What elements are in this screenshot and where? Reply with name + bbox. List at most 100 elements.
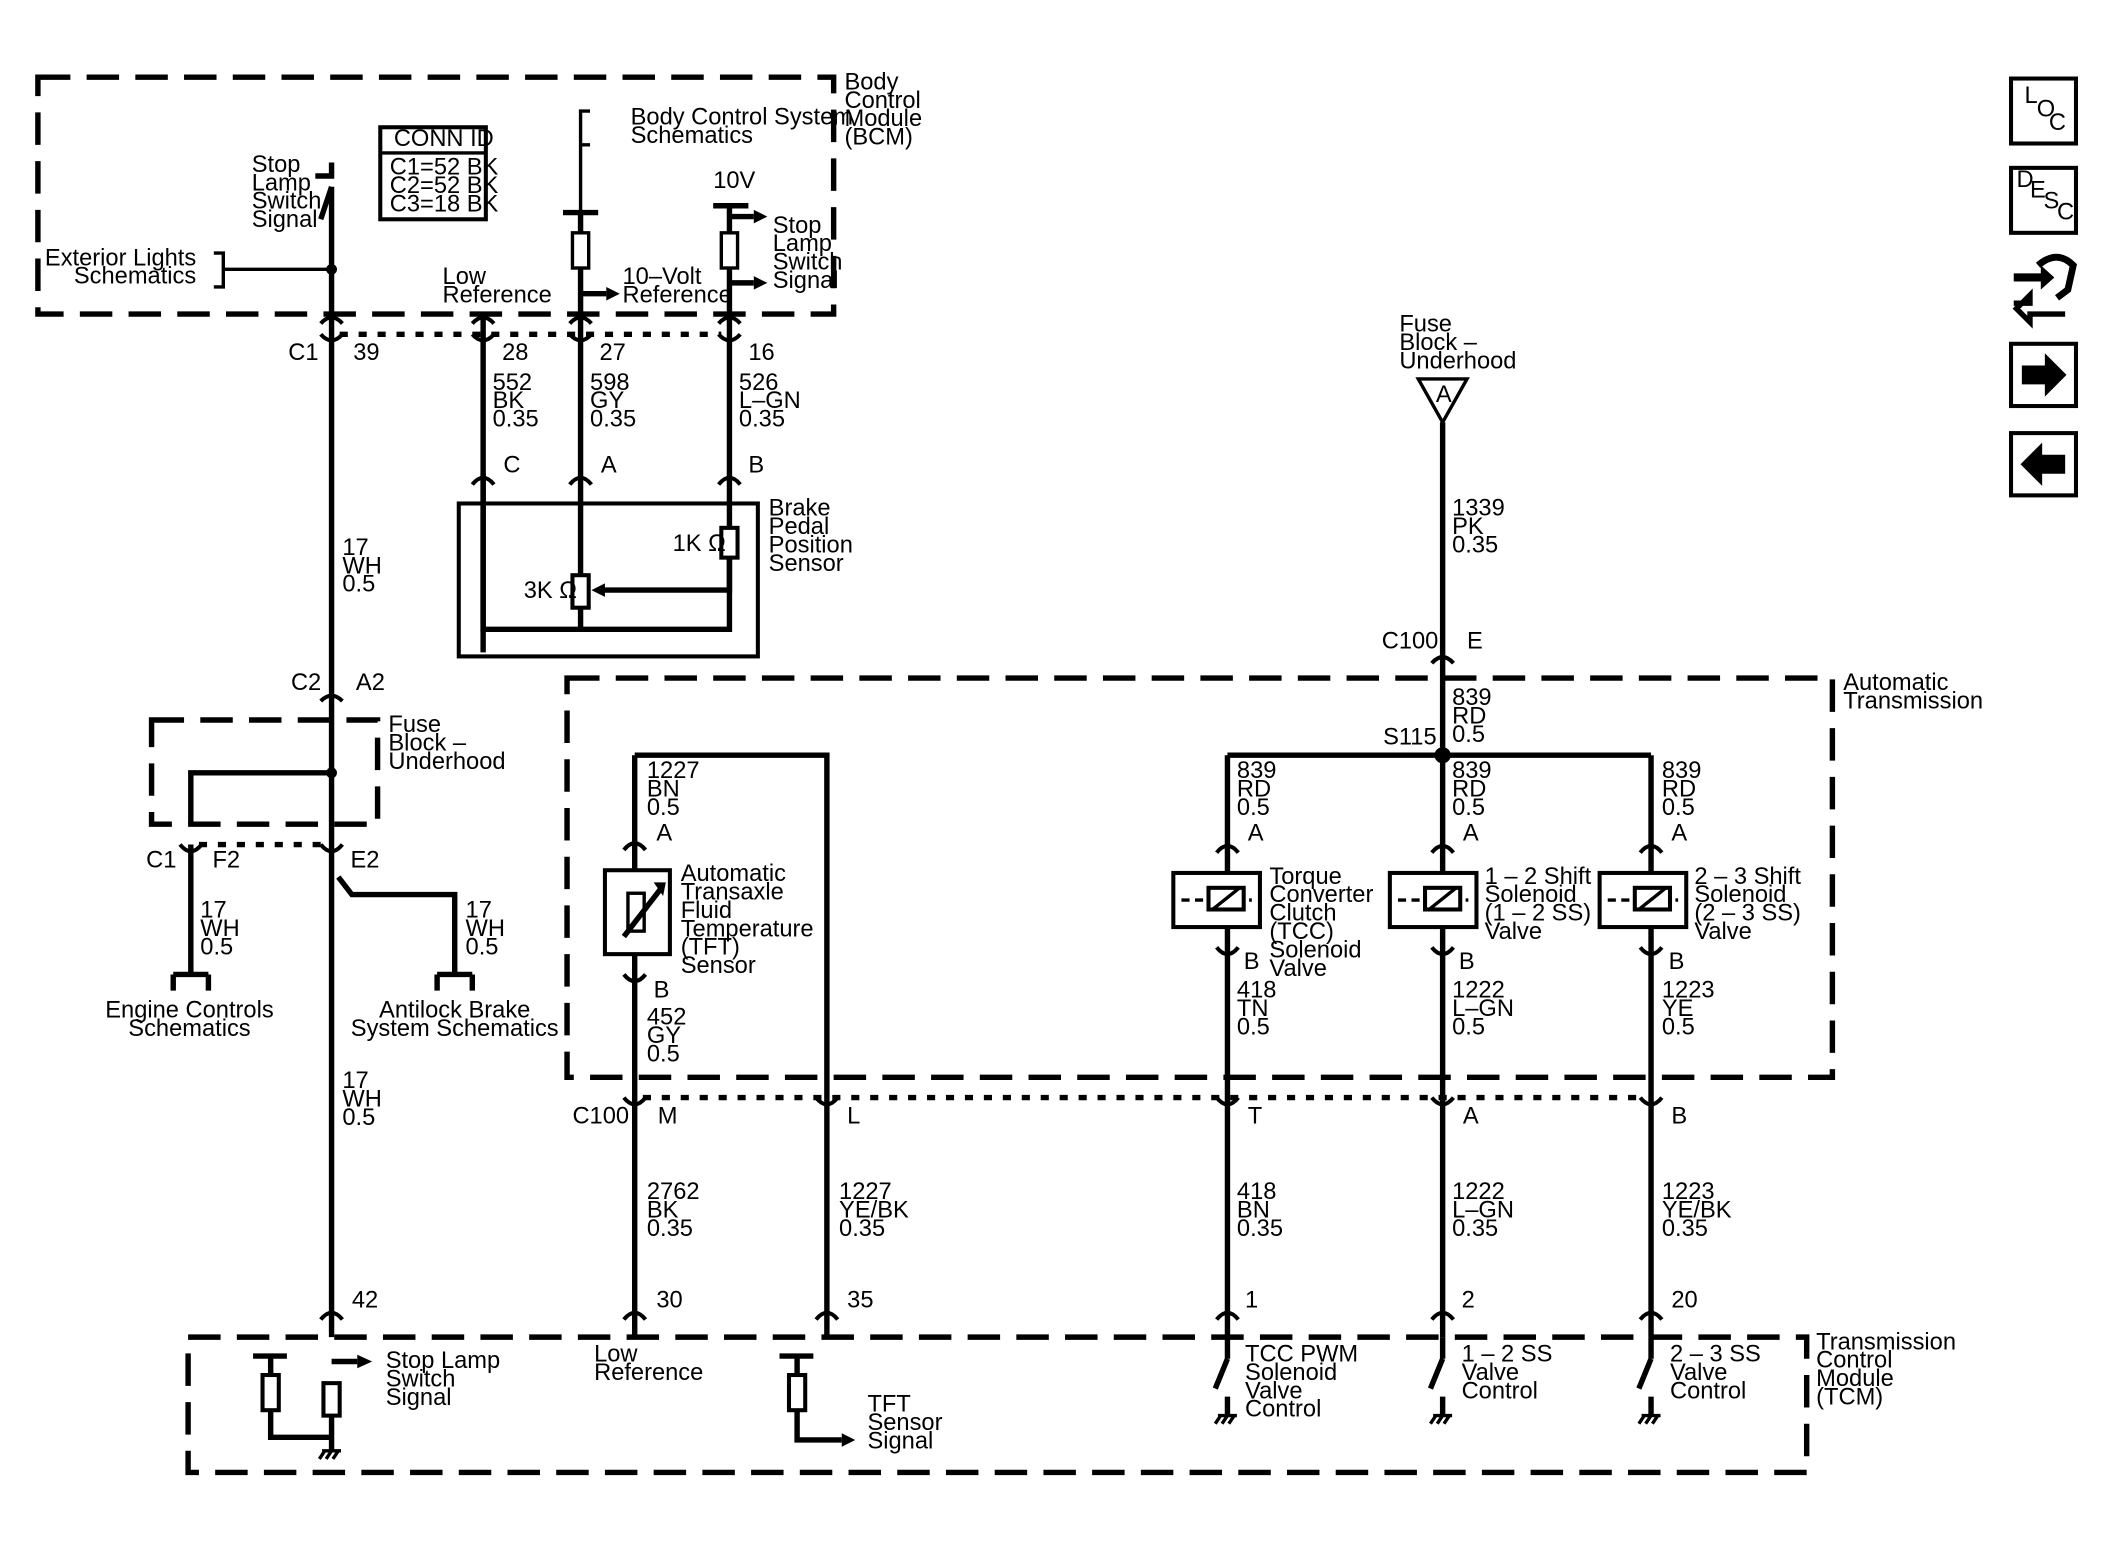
c100-lower-label: C100 xyxy=(572,1103,629,1129)
pin-a-12: A xyxy=(1463,820,1479,846)
pin-b-tft: B xyxy=(654,977,670,1003)
pin-b-tcc: B xyxy=(1244,949,1260,975)
resistor-3k: 3K Ω xyxy=(524,578,577,604)
c100-upper-label: C100 xyxy=(1382,628,1439,654)
pin-a-tft: A xyxy=(656,820,672,846)
bcm-outline xyxy=(35,74,837,317)
conn-id-box xyxy=(378,125,488,222)
pin-b-bpps: B xyxy=(748,452,764,478)
desc-letter: C xyxy=(2057,199,2074,225)
pin-27: 27 xyxy=(600,340,626,366)
loc-letter: C xyxy=(2049,110,2066,136)
pin-t: T xyxy=(1248,1103,1262,1129)
auto-trans-outline xyxy=(564,675,1836,1080)
loc-button-frame[interactable] xyxy=(2008,76,2079,146)
arrow-right-icon[interactable] xyxy=(2021,353,2067,397)
pin-2: 2 xyxy=(1462,1287,1475,1313)
pin-42: 42 xyxy=(352,1287,378,1313)
pin-m: M xyxy=(658,1103,678,1129)
pin-35: 35 xyxy=(847,1287,873,1313)
pin-a2: A2 xyxy=(356,670,385,696)
pin-f2: F2 xyxy=(212,848,240,874)
brake-sensor-box xyxy=(456,501,760,659)
resistor-1k: 1K Ω xyxy=(673,531,726,557)
pin-16: 16 xyxy=(748,340,774,366)
desc-button-frame[interactable] xyxy=(2008,165,2079,235)
pin-1: 1 xyxy=(1245,1287,1258,1313)
pin-c: C xyxy=(503,452,520,478)
pin-a-bpps: A xyxy=(601,452,617,478)
pin-l: L xyxy=(847,1103,860,1129)
pin-20: 20 xyxy=(1671,1287,1697,1313)
fuse-a-label: A xyxy=(1436,382,1452,408)
pin-b-c100: B xyxy=(1671,1103,1687,1129)
arrow-left-icon[interactable] xyxy=(2020,442,2066,486)
pin-a-23: A xyxy=(1671,820,1687,846)
pin-39: 39 xyxy=(353,340,379,366)
tcm-outline xyxy=(185,1334,1810,1476)
pin-a-c100: A xyxy=(1463,1103,1479,1129)
pin-b-23: B xyxy=(1669,949,1685,975)
pin-e: E xyxy=(1467,628,1483,654)
pin-b-12: B xyxy=(1459,949,1475,975)
conn-id-title: CONN ID xyxy=(394,126,494,152)
desc-letter: D xyxy=(2016,167,2033,193)
shift-solenoid-1-2-symbol xyxy=(1387,870,1479,930)
desc-letter: E xyxy=(2030,178,2046,204)
pin-a-tcc: A xyxy=(1248,820,1264,846)
splice-s115: S115 xyxy=(1383,724,1437,750)
bcm-10v-label: 10V xyxy=(713,168,755,194)
desc-letter: S xyxy=(2044,188,2060,214)
connector-hand-icon[interactable] xyxy=(2012,253,2077,329)
loc-letter: O xyxy=(2037,96,2055,122)
bcm-c1-label: C1 xyxy=(288,340,318,366)
loc-icon[interactable]: LOC xyxy=(2025,83,2066,136)
pin-30: 30 xyxy=(656,1287,682,1313)
c2-label: C2 xyxy=(291,670,321,696)
loc-letter: L xyxy=(2025,83,2038,109)
c1-f2-label: C1 xyxy=(146,848,176,874)
shift-solenoid-2-3-symbol xyxy=(1597,870,1689,930)
